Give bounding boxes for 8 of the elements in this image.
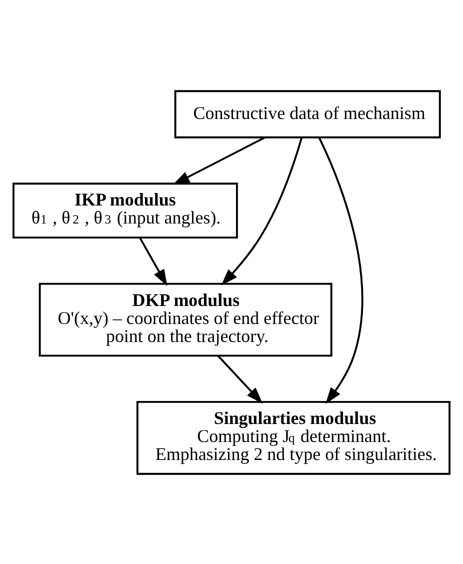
node-box: Constructive data of mechanism	[174, 90, 441, 138]
arrow	[217, 354, 263, 404]
node-box: Singularties modulus Computing Jq determinant. Emphasizing 2 nd type of singularities.	[136, 400, 450, 474]
arrow	[139, 236, 168, 286]
arrow	[318, 136, 364, 404]
arrow	[172, 136, 266, 184]
node-box: DKP modulus O'(x,y) – coordinates of end effector point on the trajectory.	[38, 282, 332, 356]
arrow	[221, 136, 303, 286]
